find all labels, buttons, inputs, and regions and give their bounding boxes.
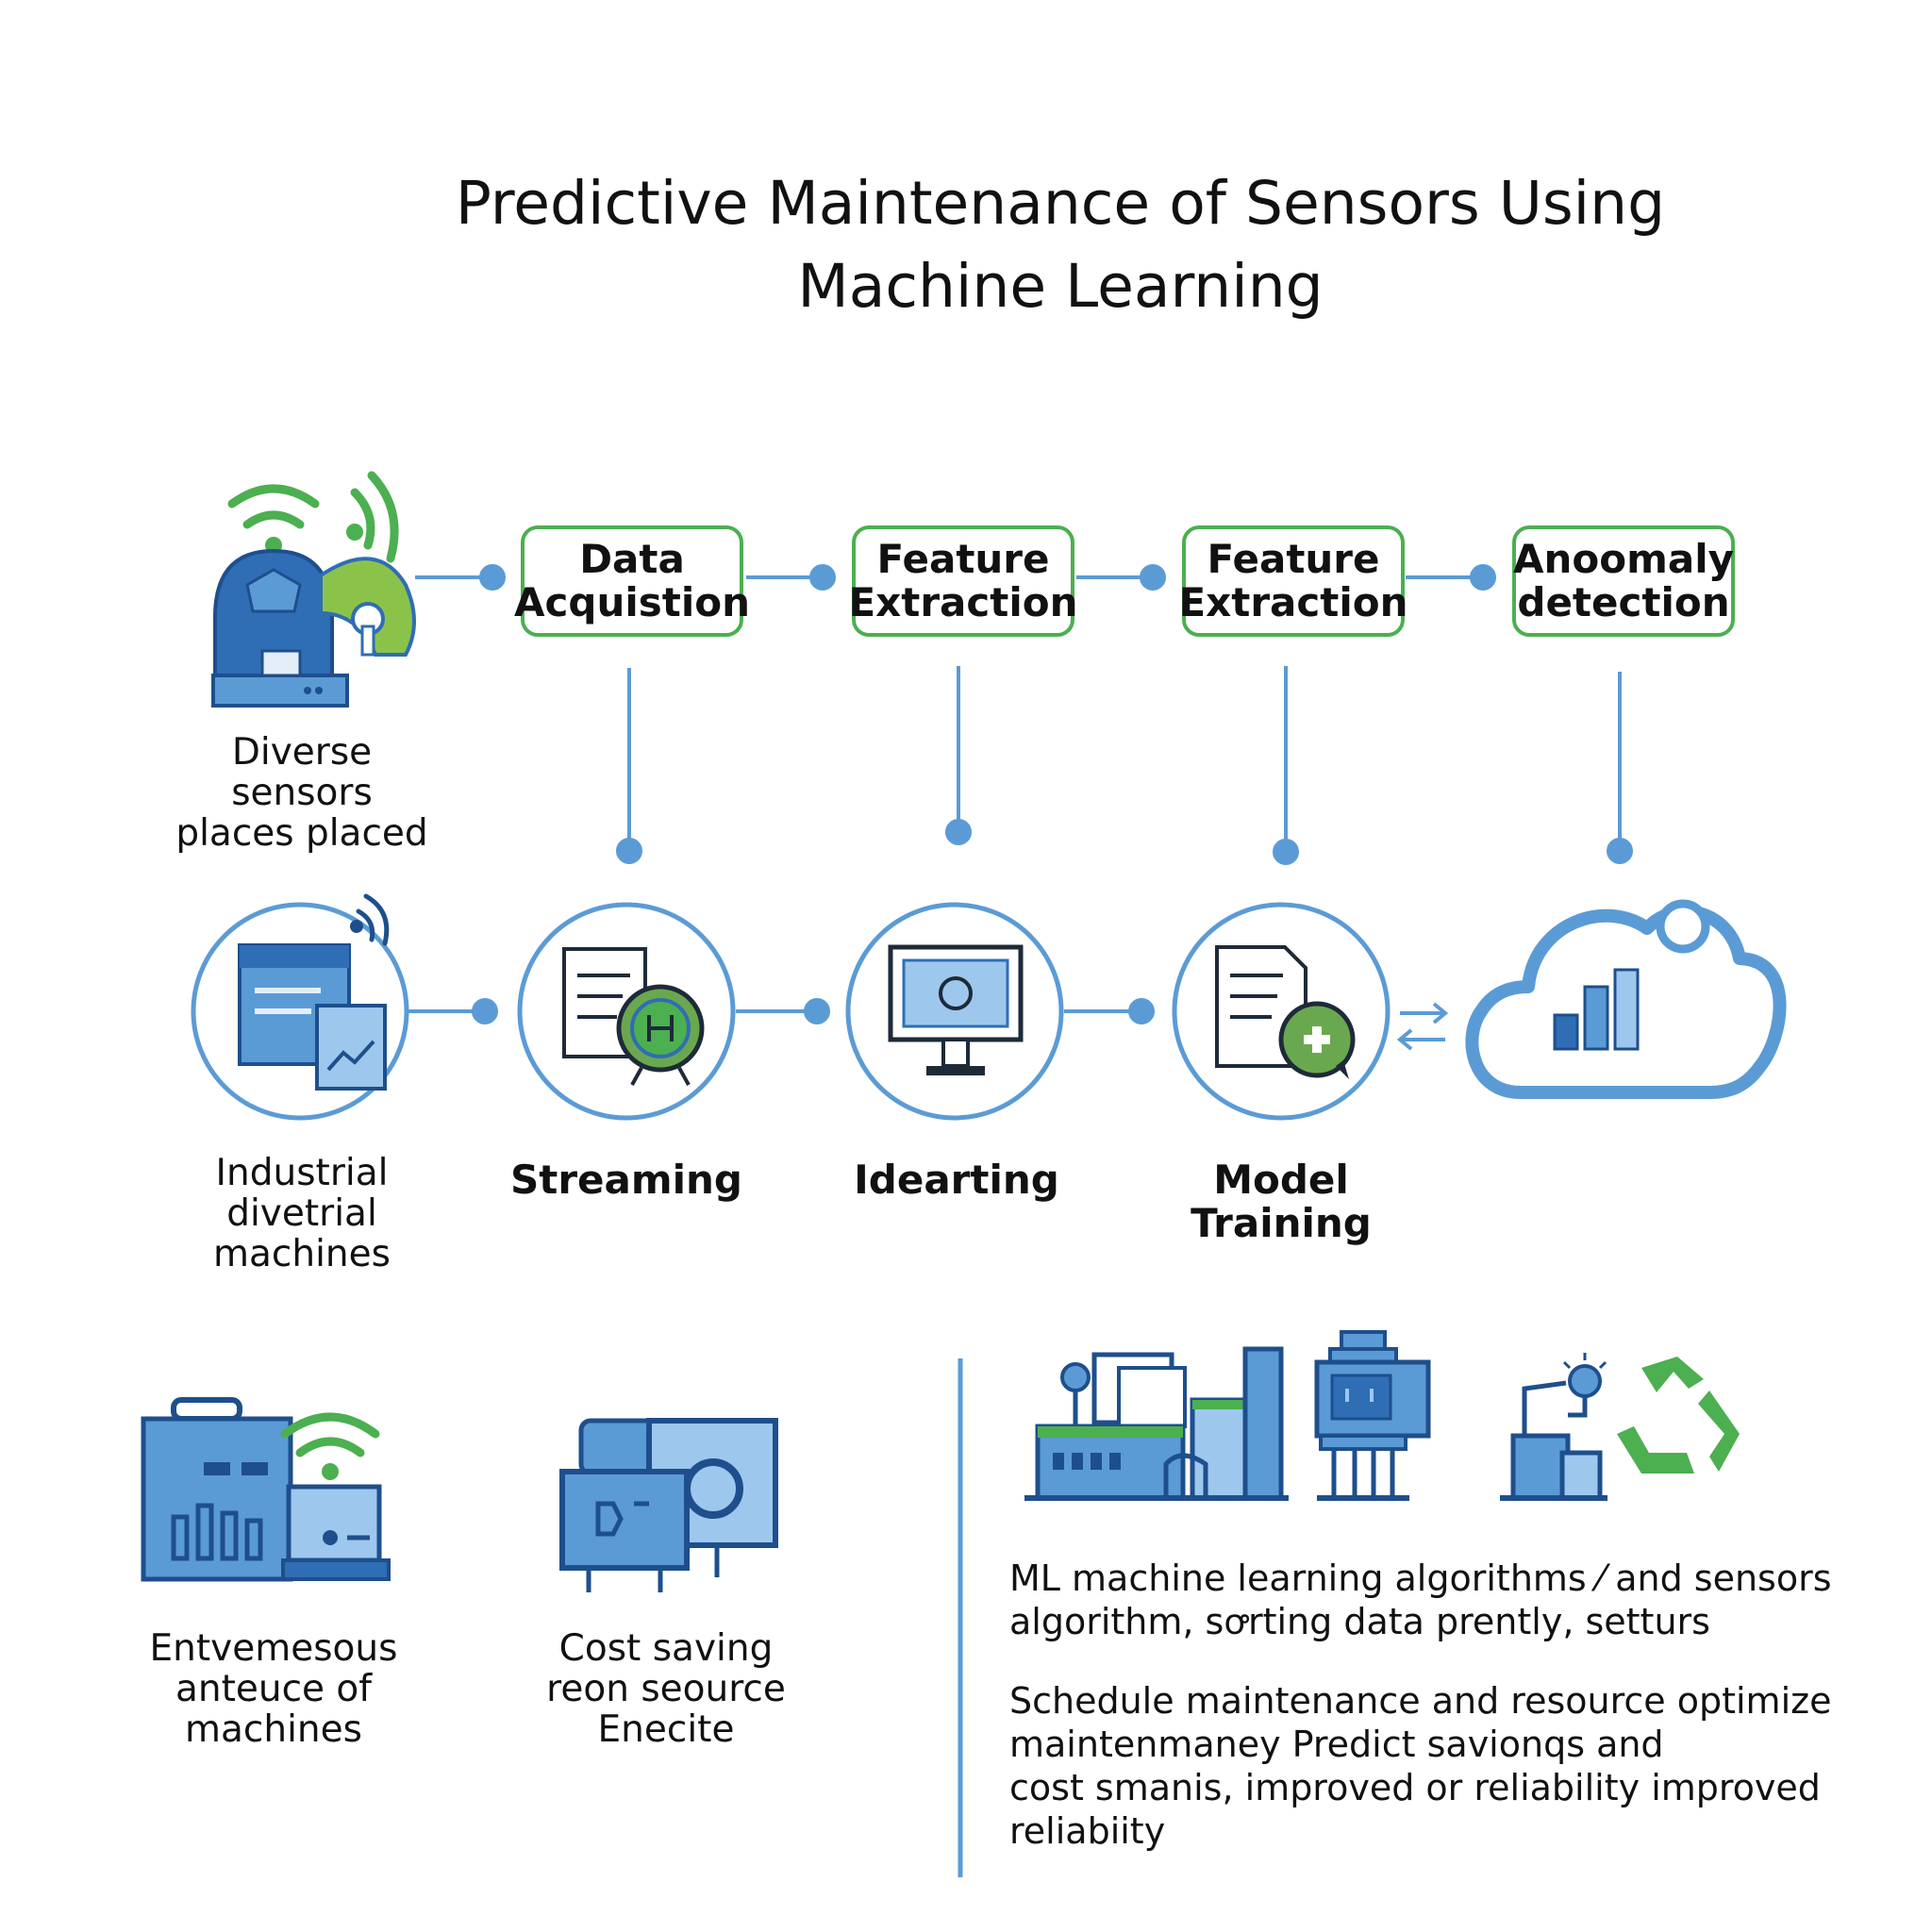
label-idearting: Idearting xyxy=(854,1157,1059,1203)
middle-row-connectors xyxy=(406,998,1155,1024)
label-diverse-sensors: Diverse sensors places placed xyxy=(175,731,428,855)
factory-icon xyxy=(1024,1346,1289,1501)
top-row-connectors xyxy=(415,564,1496,591)
cost-saving-icon xyxy=(559,1418,778,1592)
description-schedule-maintenance: Schedule maintenance and resource optimi… xyxy=(1009,1680,1832,1852)
label-model-training: Model Training xyxy=(1191,1157,1372,1246)
page-title: Predictive Maintenance of Sensors Using … xyxy=(455,169,1666,321)
tower-icon xyxy=(1314,1330,1431,1501)
model-training-circle-icon xyxy=(1172,902,1391,1121)
label-bottom-left: Entvemesous anteuce of machines xyxy=(149,1627,398,1751)
streaming-circle-icon xyxy=(517,902,736,1121)
label-streaming: Streaming xyxy=(510,1157,742,1203)
double-arrow-icon xyxy=(1396,1002,1449,1051)
industrial-machine-icon xyxy=(141,1397,391,1582)
cloud-analytics-icon xyxy=(1465,899,1787,1099)
step-feature-extraction-1: Feature Extraction xyxy=(848,525,1078,637)
vertical-connectors xyxy=(616,666,1633,865)
description-ml-algorithms: ML machine learning algorithms ⁄ and sen… xyxy=(1009,1557,1832,1642)
label-industrial-machines: Industrial divetrial machines xyxy=(213,1152,391,1275)
label-cost-saving: Cost saving reon seource Enecite xyxy=(546,1627,786,1751)
step-data-acquisition: Data Acquistion xyxy=(514,525,750,637)
machines-circle-icon xyxy=(191,893,409,1121)
step-feature-extraction-2: Feature Extraction xyxy=(1178,525,1408,637)
idearting-circle-icon xyxy=(845,902,1064,1121)
recycle-plant-icon xyxy=(1500,1353,1740,1501)
sensor-device-icon xyxy=(211,471,416,708)
step-anomaly-detection: Anoomaly detection xyxy=(1512,525,1735,637)
